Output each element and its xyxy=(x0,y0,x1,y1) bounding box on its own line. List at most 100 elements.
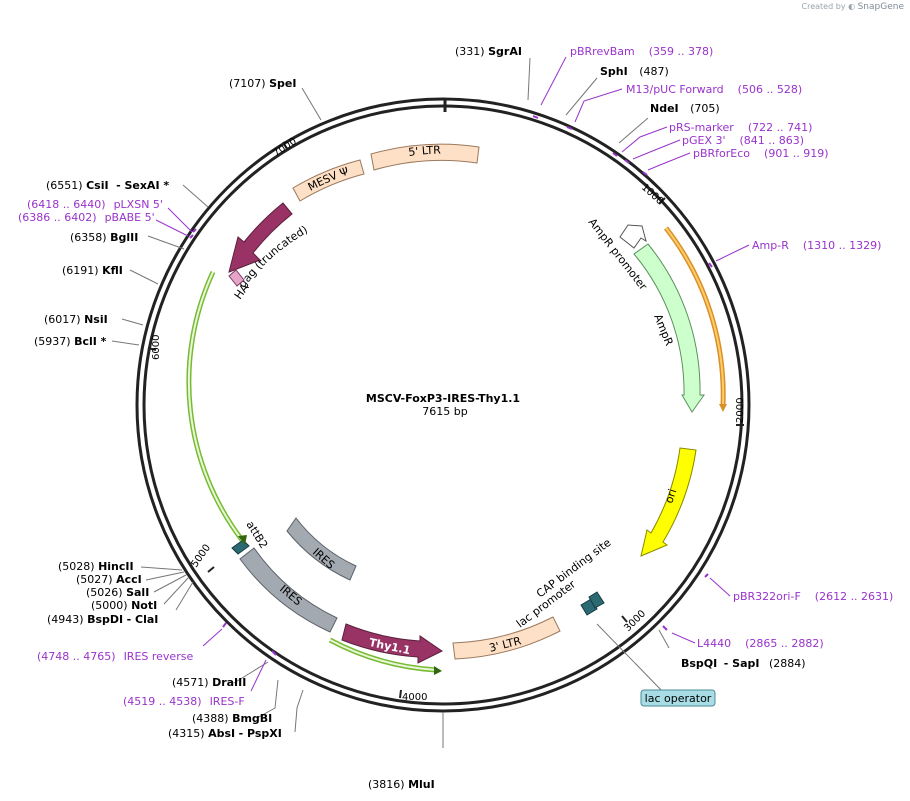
site-bglii[interactable]: (6358) BglII xyxy=(70,231,138,244)
site-absi[interactable]: (4315) AbsI - PspXI xyxy=(168,727,282,740)
site-mlui[interactable]: (3816) MluI xyxy=(368,778,435,791)
lac-operator-label: lac operator xyxy=(645,692,712,705)
primer-m13-puc-forward[interactable]: M13/pUC Forward(506 .. 528) xyxy=(626,83,802,96)
primer-prs-marker[interactable]: pRS-marker (722 .. 741) xyxy=(669,121,812,134)
site-sphi[interactable]: SphI (487) xyxy=(600,65,669,78)
plasmid-name: MSCV-FoxP3-IRES-Thy1.1 xyxy=(366,392,520,405)
ampr-promoter-feature[interactable] xyxy=(619,224,647,249)
site-csii[interactable]: (6551) CsiI - SexAI * xyxy=(46,179,169,192)
site-spei[interactable]: (7107) SpeI xyxy=(229,77,296,90)
backbone-inner xyxy=(142,104,744,706)
ampr-primer-span-inner xyxy=(665,227,725,406)
primer-plxsn5-name: pLXSN 5' xyxy=(114,198,163,211)
site-bmgbi-name: BmgBI xyxy=(232,712,272,725)
ltr5-label-text: 5' LTR xyxy=(408,144,442,159)
primer-ires-f[interactable]: (4519 .. 4538)IRES-F xyxy=(123,695,245,708)
site-draiii-pos: (4571) xyxy=(172,676,209,689)
primer-pbr322ori-f-name: pBR322ori-F xyxy=(733,590,801,603)
orf-span-left[interactable] xyxy=(186,270,244,542)
site-bspqi-name: BspQI xyxy=(681,657,717,670)
ires-feature-1[interactable] xyxy=(286,517,357,581)
site-hincii-pos: (5028) xyxy=(58,560,95,573)
primer-prs-marker-range: (722 .. 741) xyxy=(748,121,813,134)
site-bspdi-pos: (4943) xyxy=(47,613,84,626)
primer-amp-r[interactable]: Amp-R (1310 .. 1329) xyxy=(752,239,881,252)
site-sapi-name: - SapI xyxy=(724,657,760,670)
ori-label: ori xyxy=(662,487,679,505)
site-bmgbi-pos: (4388) xyxy=(192,712,229,725)
site-acci-pos: (5027) xyxy=(76,573,113,586)
site-kfli[interactable]: (6191) KflI xyxy=(62,264,123,277)
site-bmgbi[interactable]: (4388) BmgBI xyxy=(192,712,272,725)
primer-pbabe5[interactable]: (6386 .. 6402)pBABE 5' xyxy=(18,211,155,224)
primer-pgex3-name: pGEX 3' xyxy=(682,134,726,147)
site-noti-pos: (5000) xyxy=(91,599,128,612)
site-sexai-name: - SexAI * xyxy=(116,179,169,192)
site-acci-name: AccI xyxy=(116,573,142,586)
cap-site-feature[interactable] xyxy=(588,591,605,609)
lac-operator-box[interactable] xyxy=(640,689,716,707)
ires-span-arrow xyxy=(434,666,442,675)
ltr5-feature[interactable] xyxy=(370,143,480,171)
site-nsii-pos: (6017) xyxy=(44,313,81,326)
site-bspdi[interactable]: (4943) BspDI - ClaI xyxy=(47,613,158,626)
primer-pgex3[interactable]: pGEX 3'(841 .. 863) xyxy=(682,134,804,147)
site-kfli-name: KflI xyxy=(102,264,123,277)
primer-m13-range: (506 .. 528) xyxy=(738,83,803,96)
primer-pbrforeco[interactable]: pBRforEco(901 .. 919) xyxy=(693,147,829,160)
tick-4000: 4000 xyxy=(402,692,427,703)
site-sgrai-pos: (331) xyxy=(455,45,485,58)
site-bcli[interactable]: (5937) BclI * xyxy=(34,335,107,348)
site-draiii-name: DraIII xyxy=(212,676,246,689)
site-draiii[interactable]: (4571) DraIII xyxy=(172,676,246,689)
ires-feature-2[interactable] xyxy=(239,547,338,633)
attb2-feature[interactable] xyxy=(231,539,250,555)
site-sali[interactable]: (5026) SalI xyxy=(86,586,149,599)
primer-amp-r-range: (1310 .. 1329) xyxy=(803,239,882,252)
site-bspdi-name: BspDI xyxy=(87,613,123,626)
primer-l4440[interactable]: L4440(2865 .. 2882) xyxy=(697,637,824,650)
plasmid-size: 7615 bp xyxy=(422,405,467,418)
primer-pbrrevbam[interactable]: pBRrevBam(359 .. 378) xyxy=(570,45,713,58)
tick-3000: 3000 xyxy=(622,608,648,634)
ori-feature[interactable] xyxy=(640,447,697,557)
site-nsii[interactable]: (6017) NsiI xyxy=(44,313,108,326)
site-mlui-pos: (3816) xyxy=(368,778,405,791)
site-ndei[interactable]: NdeI (705) xyxy=(650,102,720,115)
primer-marks xyxy=(189,115,713,656)
site-absi-name: AbsI xyxy=(208,727,235,740)
primer-pbr322ori-f[interactable]: pBR322ori-F(2612 .. 2631) xyxy=(733,590,893,603)
primer-pbabe5-range: (6386 .. 6402) xyxy=(18,211,97,224)
ltr3-feature[interactable] xyxy=(452,616,561,660)
ires-span-inner xyxy=(329,639,437,671)
primer-amp-r-name: Amp-R xyxy=(752,239,789,252)
site-noti-name: NotI xyxy=(131,599,157,612)
site-sgrai[interactable]: (331) SgrAI xyxy=(455,45,522,58)
site-absi-pos: (4315) xyxy=(168,727,205,740)
tick-5000: 5000 xyxy=(189,543,213,570)
thy11-feature[interactable] xyxy=(341,623,443,664)
primer-plxsn5[interactable]: (6418 .. 6440)pLXSN 5' xyxy=(27,198,163,211)
site-spei-name: SpeI xyxy=(269,77,296,90)
primer-ires-reverse[interactable]: (4748 .. 4765)IRES reverse xyxy=(37,650,193,663)
site-acci[interactable]: (5027) AccI xyxy=(76,573,142,586)
site-ndei-pos: (705) xyxy=(690,102,720,115)
mesv-label: MESV Ψ xyxy=(306,164,351,193)
mesv-label-text: MESV Ψ xyxy=(306,164,351,193)
site-hincii[interactable]: (5028) HincII xyxy=(58,560,134,573)
ampr-feature[interactable] xyxy=(633,243,705,413)
backbone-outer xyxy=(135,97,751,713)
primer-prs-marker-name: pRS-marker xyxy=(669,121,734,134)
ltr5-label: 5' LTR xyxy=(408,144,442,159)
site-bspqi[interactable]: BspQI - SapI (2884) xyxy=(681,657,806,670)
mesv-psi-feature[interactable] xyxy=(292,159,365,202)
site-bglii-name: BglII xyxy=(110,231,138,244)
primer-ires-reverse-range: (4748 .. 4765) xyxy=(37,650,116,663)
site-sali-name: SalI xyxy=(126,586,149,599)
credit-brand: SnapGene xyxy=(857,2,904,12)
ha-tag-feature[interactable] xyxy=(228,269,245,287)
site-noti[interactable]: (5000) NotI xyxy=(91,599,157,612)
primer-ires-f-name: IRES-F xyxy=(210,695,245,708)
gag-truncated-feature[interactable] xyxy=(228,202,293,273)
